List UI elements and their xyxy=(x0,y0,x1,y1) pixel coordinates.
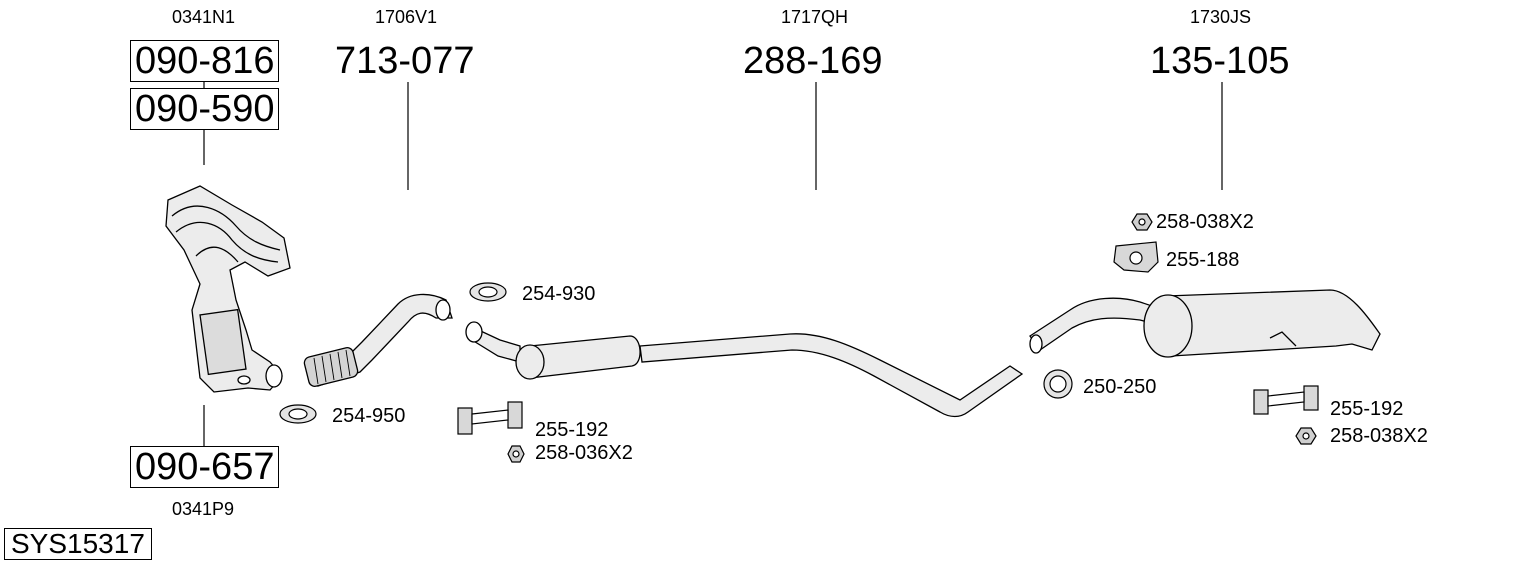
system-code: SYS15317 xyxy=(4,528,152,560)
ref-1706V1: 1706V1 xyxy=(375,7,438,27)
nut-icon xyxy=(1131,213,1153,231)
rear-silencer-part xyxy=(1029,289,1381,358)
part-number-713-077: 713-077 xyxy=(335,40,475,82)
part-number-135-105: 135-105 xyxy=(1150,40,1290,82)
accessory-258-038X2-rear: 258-038X2 xyxy=(1330,425,1428,447)
accessory-254-930: 254-930 xyxy=(522,283,596,305)
front-pipe-part xyxy=(303,293,453,387)
accessory-254-950: 254-950 xyxy=(332,405,406,427)
clamp-icon xyxy=(279,404,317,424)
accessory-255-192-mid: 255-192 xyxy=(535,419,609,441)
part-number-090-657: 090-657 xyxy=(130,446,280,488)
hanger-icon xyxy=(1113,241,1159,273)
ref-0341P9: 0341P9 xyxy=(172,499,235,519)
ref-0341N1: 0341N1 xyxy=(172,7,236,27)
hanger-icon xyxy=(457,401,523,435)
clamp-icon xyxy=(469,282,507,302)
ref-1717QH: 1717QH xyxy=(781,7,849,27)
part-number-090-590: 090-590 xyxy=(130,88,280,130)
manifold-catalyst-part xyxy=(165,185,291,393)
accessory-250-250: 250-250 xyxy=(1083,376,1157,398)
clamp-icon xyxy=(1043,369,1073,399)
part-number-090-816: 090-816 xyxy=(130,40,280,82)
accessory-258-036X2: 258-036X2 xyxy=(535,442,633,464)
part-number-288-169: 288-169 xyxy=(743,40,883,82)
accessory-255-192-rear: 255-192 xyxy=(1330,398,1404,420)
hanger-icon xyxy=(1253,385,1319,415)
middle-silencer-part xyxy=(465,321,1024,418)
nut-icon xyxy=(1295,427,1317,445)
accessory-258-038X2-top: 258-038X2 xyxy=(1156,211,1254,233)
ref-1730JS: 1730JS xyxy=(1190,7,1252,27)
nut-icon xyxy=(507,445,525,463)
accessory-255-188: 255-188 xyxy=(1166,249,1240,271)
